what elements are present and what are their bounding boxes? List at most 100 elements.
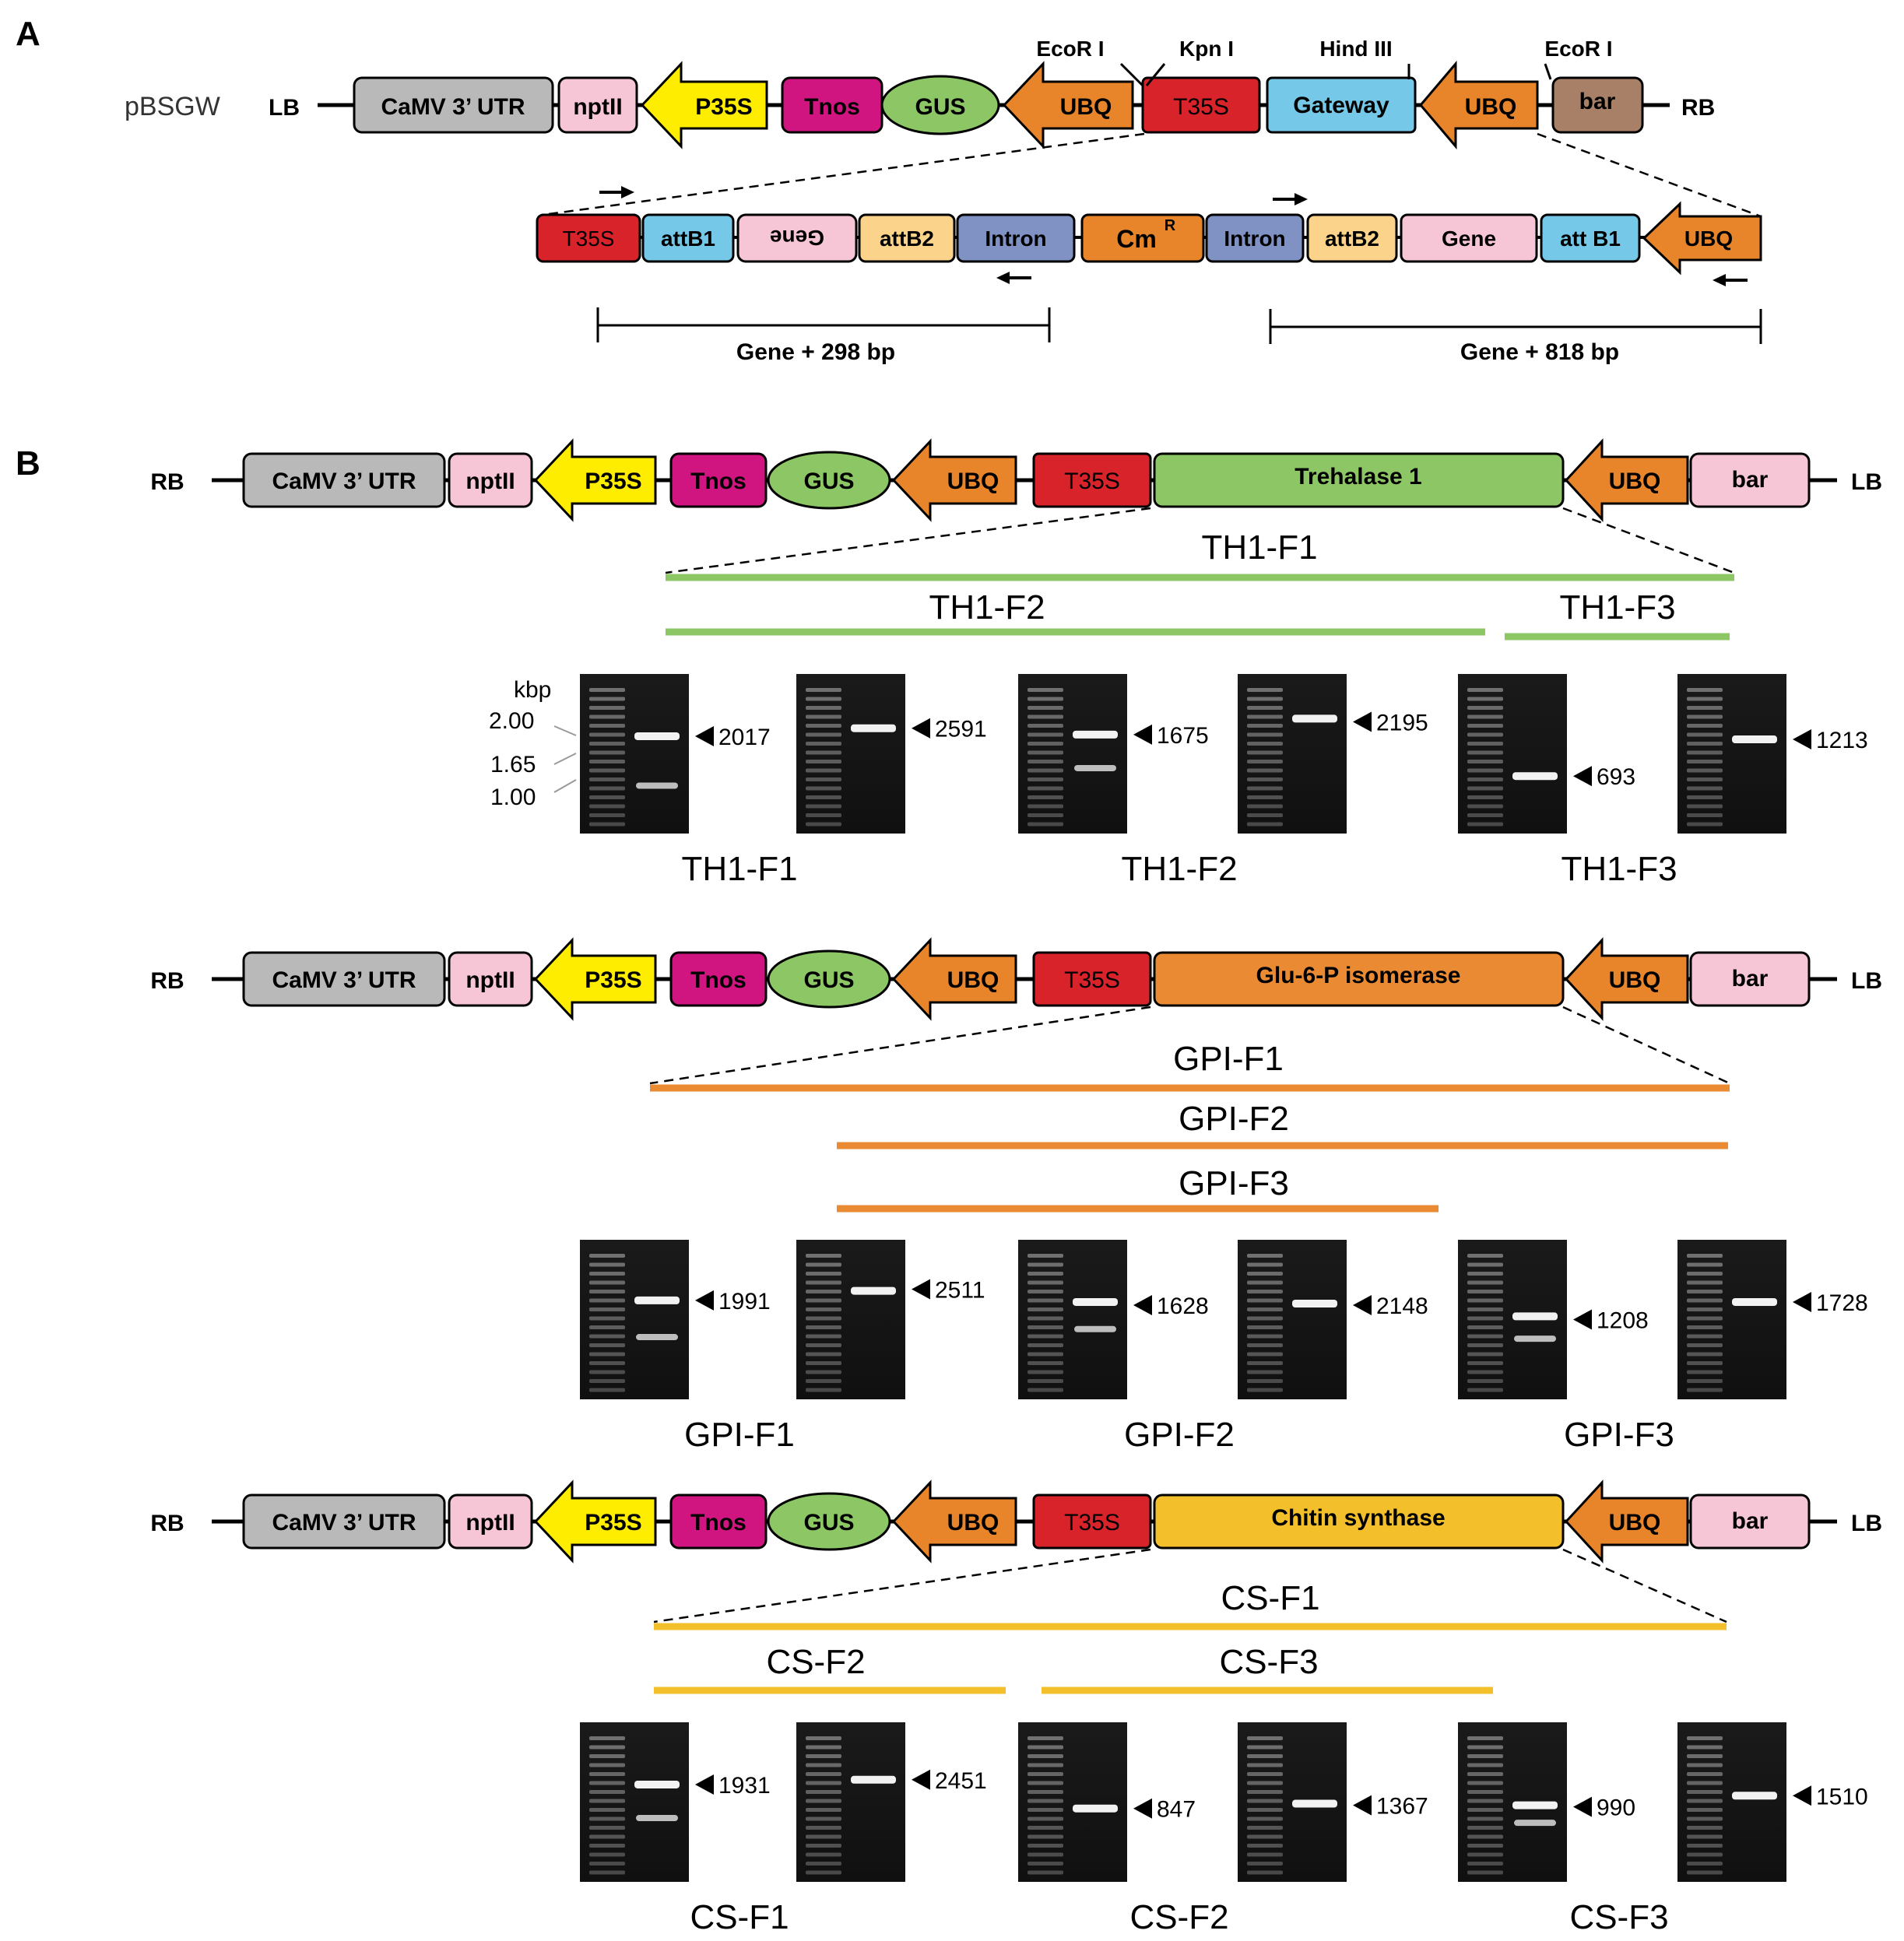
sample-band xyxy=(1732,735,1777,744)
ladder-band xyxy=(1467,697,1503,701)
sample-band xyxy=(1732,1792,1777,1800)
ladder-band xyxy=(1687,724,1723,728)
ladder-band xyxy=(1687,1808,1723,1812)
element-bar: bar xyxy=(1689,452,1811,508)
element-label: nptII xyxy=(465,967,515,993)
element-p35s: P35S xyxy=(533,937,657,1021)
fragment-label: TH1-F2 xyxy=(929,588,1045,627)
size-bar-2 xyxy=(1269,309,1762,344)
element-tnos: Tnos xyxy=(669,452,768,508)
element-label: T35S xyxy=(1173,94,1229,120)
element-ubq-1: UBQ xyxy=(891,438,1017,522)
site-hindiii: Hind III xyxy=(1319,37,1392,61)
ladder-band xyxy=(1028,1816,1063,1821)
element-nptii: nptII xyxy=(448,951,533,1007)
ladder-band xyxy=(1028,1745,1063,1750)
ladder-band xyxy=(1467,760,1503,763)
site-tick xyxy=(1544,63,1552,80)
band-arrow-icon xyxy=(1353,711,1372,732)
ladder-band xyxy=(806,1852,841,1857)
ladder-band xyxy=(1028,1763,1063,1767)
band-arrow-icon xyxy=(1133,1798,1152,1819)
band-size-label: 2451 xyxy=(935,1768,987,1794)
ladder-band xyxy=(1028,1272,1063,1276)
element-camv: CaMV 3’ UTR xyxy=(242,452,446,508)
ladder-band xyxy=(589,697,625,701)
ladder-band xyxy=(1028,786,1063,791)
element-label: Tnos xyxy=(690,967,746,993)
sample-band xyxy=(851,724,896,732)
panel-a-rb: RB xyxy=(1681,95,1715,121)
element-tnos: Tnos xyxy=(669,1493,768,1550)
ladder-band xyxy=(1467,1307,1503,1311)
element-label: UBQ xyxy=(1060,94,1112,120)
ladder-band xyxy=(1028,1781,1063,1785)
zoom-line xyxy=(653,1548,1151,1623)
ladder-band xyxy=(1467,813,1503,817)
ladder-band xyxy=(1687,760,1723,763)
element-label: Intron xyxy=(1224,226,1285,251)
ladder-band xyxy=(589,706,625,710)
element-label: bar xyxy=(1579,89,1616,114)
sample-band xyxy=(1512,1801,1558,1809)
ladder-band xyxy=(806,724,841,728)
ladder-band xyxy=(1467,1262,1503,1267)
ladder-band xyxy=(1687,697,1723,701)
ladder-band xyxy=(589,1754,625,1758)
ladder-band xyxy=(589,1307,625,1311)
ladder-band xyxy=(1467,1736,1503,1740)
ladder-band xyxy=(1247,1361,1283,1365)
band-size-label: 1367 xyxy=(1376,1794,1428,1820)
ladder-band xyxy=(1247,1379,1283,1383)
element-label: UBQ xyxy=(1465,94,1517,120)
ladder-band xyxy=(806,1763,841,1767)
ladder-band xyxy=(1467,1343,1503,1347)
ladder-band xyxy=(589,1781,625,1785)
ladder-band xyxy=(1467,1272,1503,1276)
ladder-band xyxy=(1687,1862,1723,1866)
zoom-line xyxy=(1562,1006,1730,1085)
ladder-band xyxy=(1247,1736,1283,1740)
band-arrow-icon xyxy=(1353,1795,1372,1816)
ladder-band xyxy=(1467,1763,1503,1767)
element-camv: CaMV 3’ UTR xyxy=(242,951,446,1007)
sample-band xyxy=(1073,1297,1118,1306)
ladder-band xyxy=(1028,1280,1063,1285)
ladder-band xyxy=(1687,1754,1723,1758)
band-arrow-icon xyxy=(1573,1309,1592,1330)
ladder-band xyxy=(1467,1334,1503,1339)
band-size-label: 1208 xyxy=(1597,1308,1649,1334)
ladder-band xyxy=(1467,1816,1503,1821)
ladder-band xyxy=(1028,777,1063,781)
element-ubq-1: UBQ xyxy=(891,1479,1017,1564)
ladder-band xyxy=(806,1316,841,1321)
element-label: attB1 xyxy=(661,226,715,251)
plasmid-name: pBSGW xyxy=(125,92,220,121)
zoom-line xyxy=(649,1006,1151,1085)
panel-a-label: A xyxy=(16,15,40,53)
ladder-band xyxy=(806,1262,841,1267)
element-label: UBQ xyxy=(947,469,999,494)
sample-band xyxy=(1073,1804,1118,1813)
ladder-band xyxy=(1247,706,1283,710)
rb-label: RB xyxy=(150,968,184,994)
ladder-band xyxy=(806,706,841,710)
ladder-band xyxy=(806,688,841,692)
ladder-band xyxy=(1687,768,1723,773)
gel-image xyxy=(1018,1240,1127,1399)
ladder-band xyxy=(1247,742,1283,746)
ladder-band xyxy=(1467,1844,1503,1848)
ladder-band xyxy=(806,1298,841,1303)
ladder-band xyxy=(1687,1816,1723,1821)
element-gene: Trehalase 1 xyxy=(1153,452,1565,508)
ladder-band xyxy=(589,1862,625,1866)
ladder-band xyxy=(1247,1388,1283,1392)
ladder-band xyxy=(589,732,625,737)
ladder-band xyxy=(1028,1754,1063,1758)
fragment-label: TH1-F1 xyxy=(1201,528,1317,567)
size-bar-1 xyxy=(596,307,1051,342)
rb-label: RB xyxy=(150,1511,184,1536)
sample-band xyxy=(1292,714,1337,723)
ladder-band xyxy=(806,813,841,817)
